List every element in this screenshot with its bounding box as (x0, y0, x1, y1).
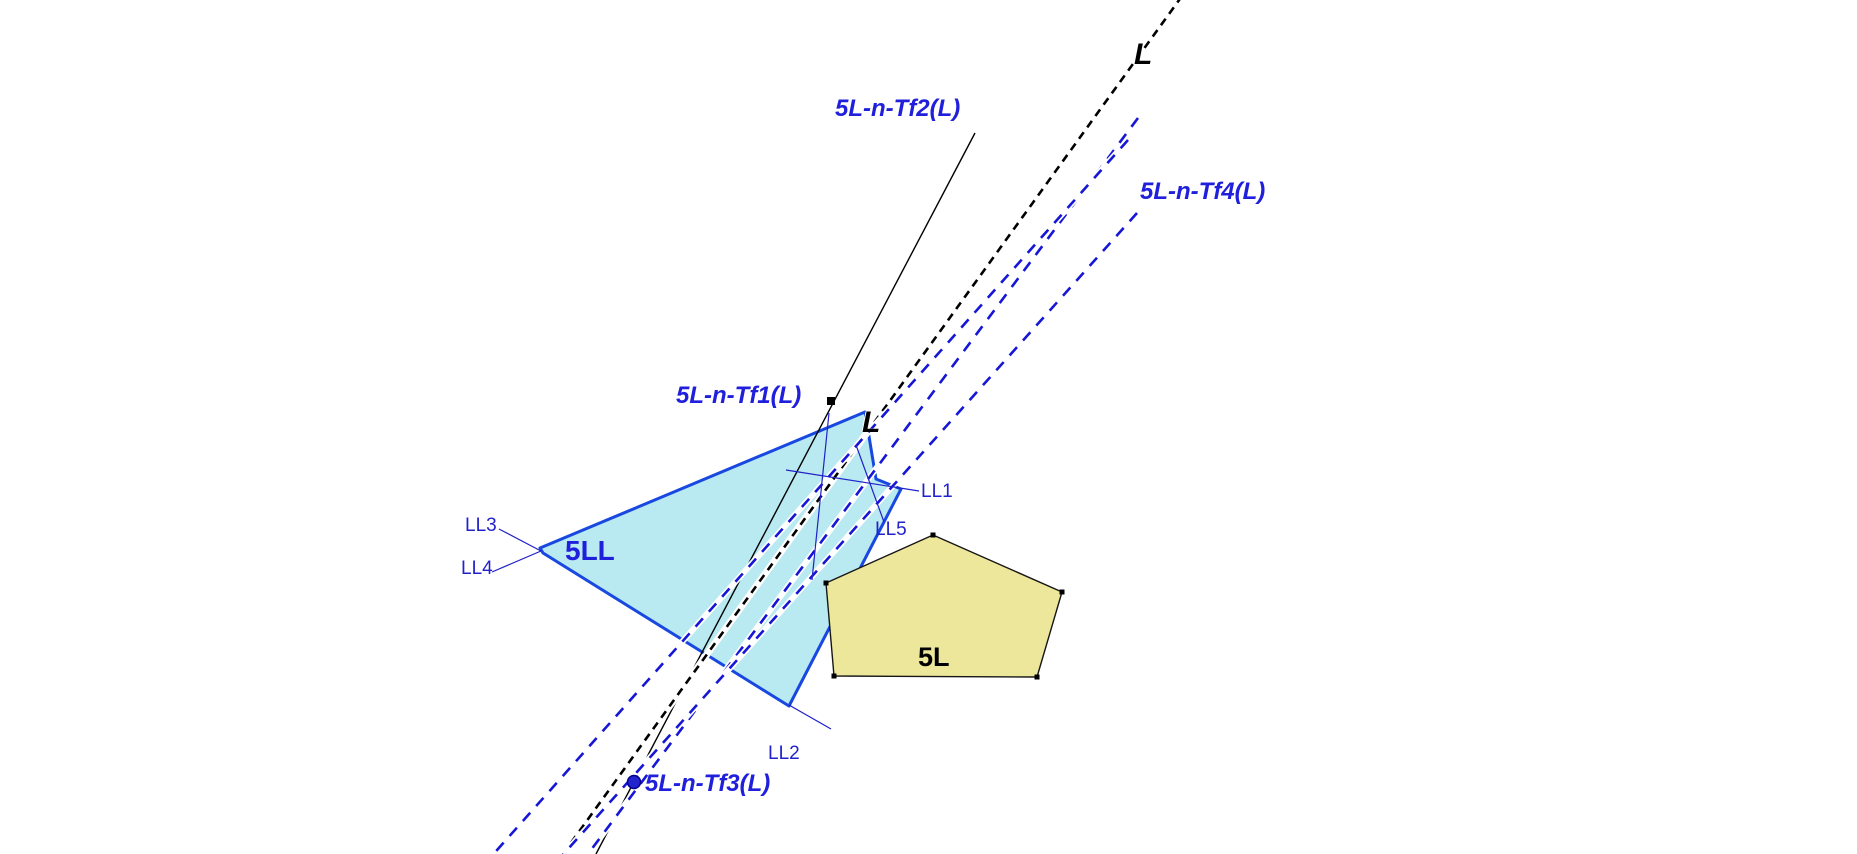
leader-line-LL1 (785, 469, 920, 492)
label-polygon-5L: 5L (918, 642, 950, 672)
polygon-5L-vertex-dot-5[interactable] (823, 580, 829, 586)
line-5L-n-Tf1[interactable] (585, 117, 1140, 854)
line-5L-n-Tf3[interactable] (490, 139, 1129, 854)
point-5L-n-Tf3[interactable] (626, 774, 642, 790)
polygon-5LL[interactable] (538, 410, 903, 708)
label-line-5L-n-Tf3: 5L-n-Tf3(L) (645, 770, 771, 797)
polygon-5L-vertex-dot-2[interactable] (1059, 589, 1065, 595)
label-line-5L-n-Tf4: 5L-n-Tf4(L) (1140, 178, 1266, 205)
leader-line-LL2 (788, 704, 832, 730)
line-L[interactable] (560, 0, 1182, 854)
leader-line-LL3 (498, 528, 542, 552)
label-line-L-mid: L (862, 406, 881, 439)
label-line-5L-n-Tf1: 5L-n-Tf1(L) (676, 382, 802, 409)
point-5L-n-Tf1[interactable] (827, 397, 835, 405)
label-line-5L-n-Tf2: 5L-n-Tf2(L) (835, 95, 961, 122)
leader-line-LL4 (491, 550, 542, 573)
vertex-line-notch (811, 412, 830, 581)
polygon-5L-vertex-dot-3[interactable] (1034, 674, 1040, 680)
label-vertex-LL3: LL3 (465, 515, 497, 536)
leader-line-LL5 (855, 444, 885, 523)
line-5L-n-Tf2[interactable] (595, 132, 976, 854)
label-vertex-LL2: LL2 (768, 743, 800, 764)
label-line-L-top: L (1134, 38, 1153, 71)
label-vertex-LL5: LL5 (875, 519, 907, 540)
polygon-5L-vertex-dot-4[interactable] (831, 673, 837, 679)
label-vertex-LL4: LL4 (461, 558, 493, 579)
label-polygon-5LL: 5LL (565, 535, 615, 566)
label-vertex-LL1: LL1 (921, 481, 953, 502)
polygon-5L-vertex-dot-1[interactable] (930, 532, 936, 538)
polygon-5L[interactable] (825, 534, 1063, 678)
line-5L-n-Tf4[interactable] (560, 212, 1138, 854)
